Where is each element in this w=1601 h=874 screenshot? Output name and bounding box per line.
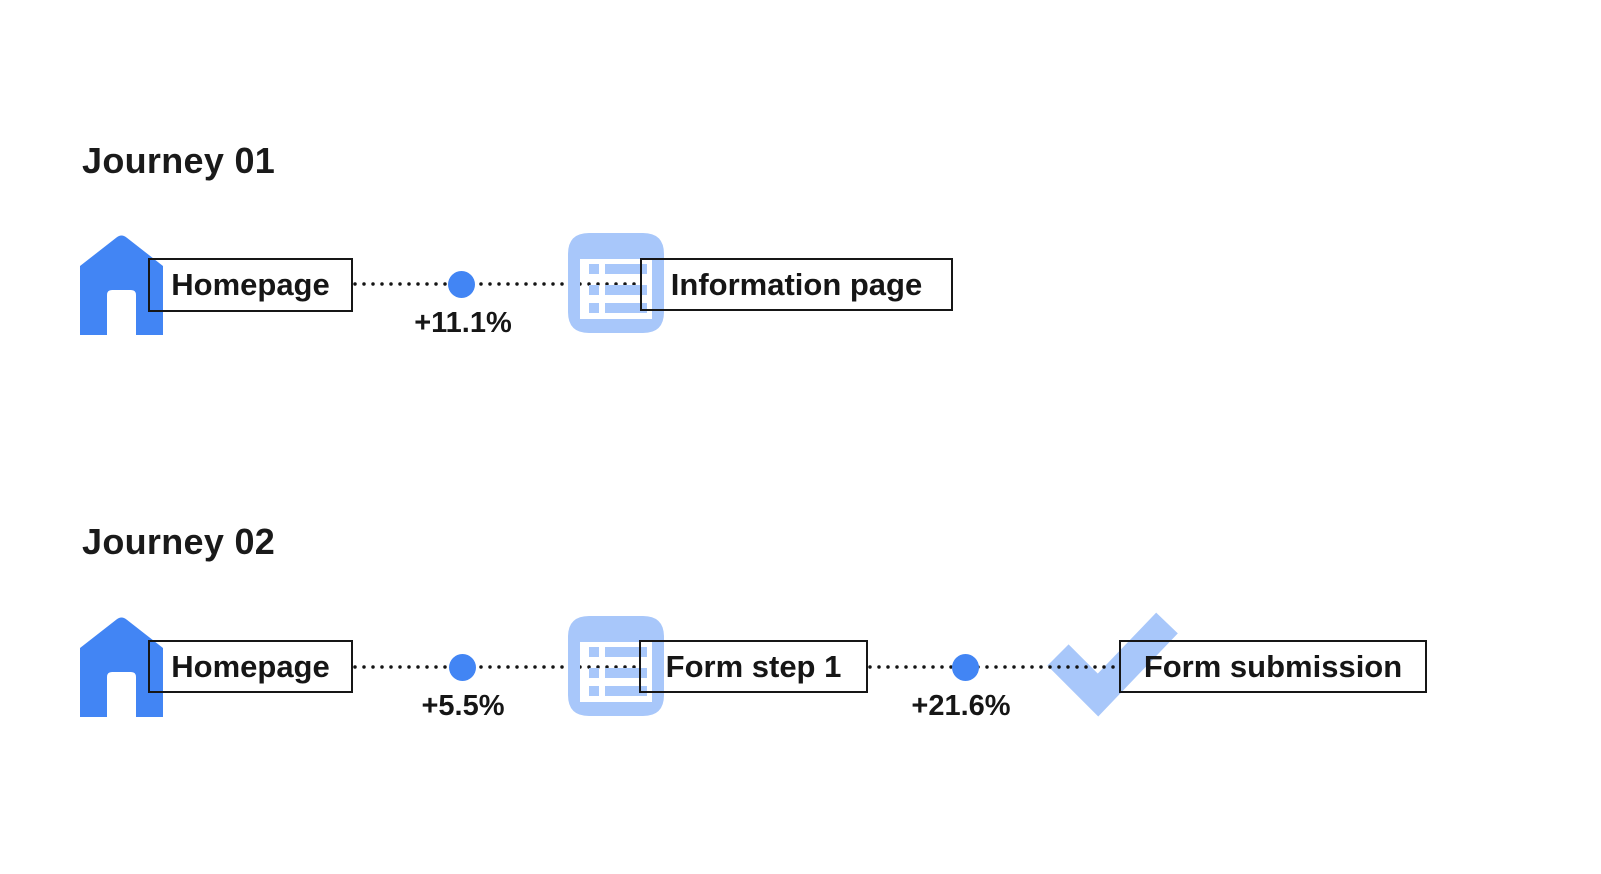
step-label-box-form-submission: Form submission	[1119, 640, 1427, 693]
transition-dot	[449, 654, 476, 681]
transition-dot	[448, 271, 475, 298]
journey-02-title: Journey 02	[82, 521, 276, 562]
step-label: Form step 1	[665, 648, 842, 684]
home-icon	[78, 233, 165, 335]
step-label: Homepage	[171, 648, 330, 684]
transition-delta: +5.5%	[421, 690, 505, 722]
step-label: Homepage	[171, 267, 330, 302]
transition-delta: +11.1%	[414, 307, 512, 339]
step-label-box-homepage: Homepage	[148, 258, 353, 312]
step-label-box-form-step-1: Form step 1	[639, 640, 868, 693]
journey-01-title: Journey 01	[82, 140, 276, 181]
connector-line	[868, 665, 1119, 669]
connector-line	[353, 665, 639, 669]
step-label: Form submission	[1143, 648, 1403, 684]
step-label-box-information-page: Information page	[640, 258, 953, 311]
connector-line	[353, 282, 640, 286]
step-label: Information page	[670, 266, 923, 302]
transition-dot	[952, 654, 979, 681]
step-label-box-homepage: Homepage	[148, 640, 353, 693]
transition-delta: +21.6%	[911, 690, 1011, 722]
home-icon	[78, 615, 165, 717]
